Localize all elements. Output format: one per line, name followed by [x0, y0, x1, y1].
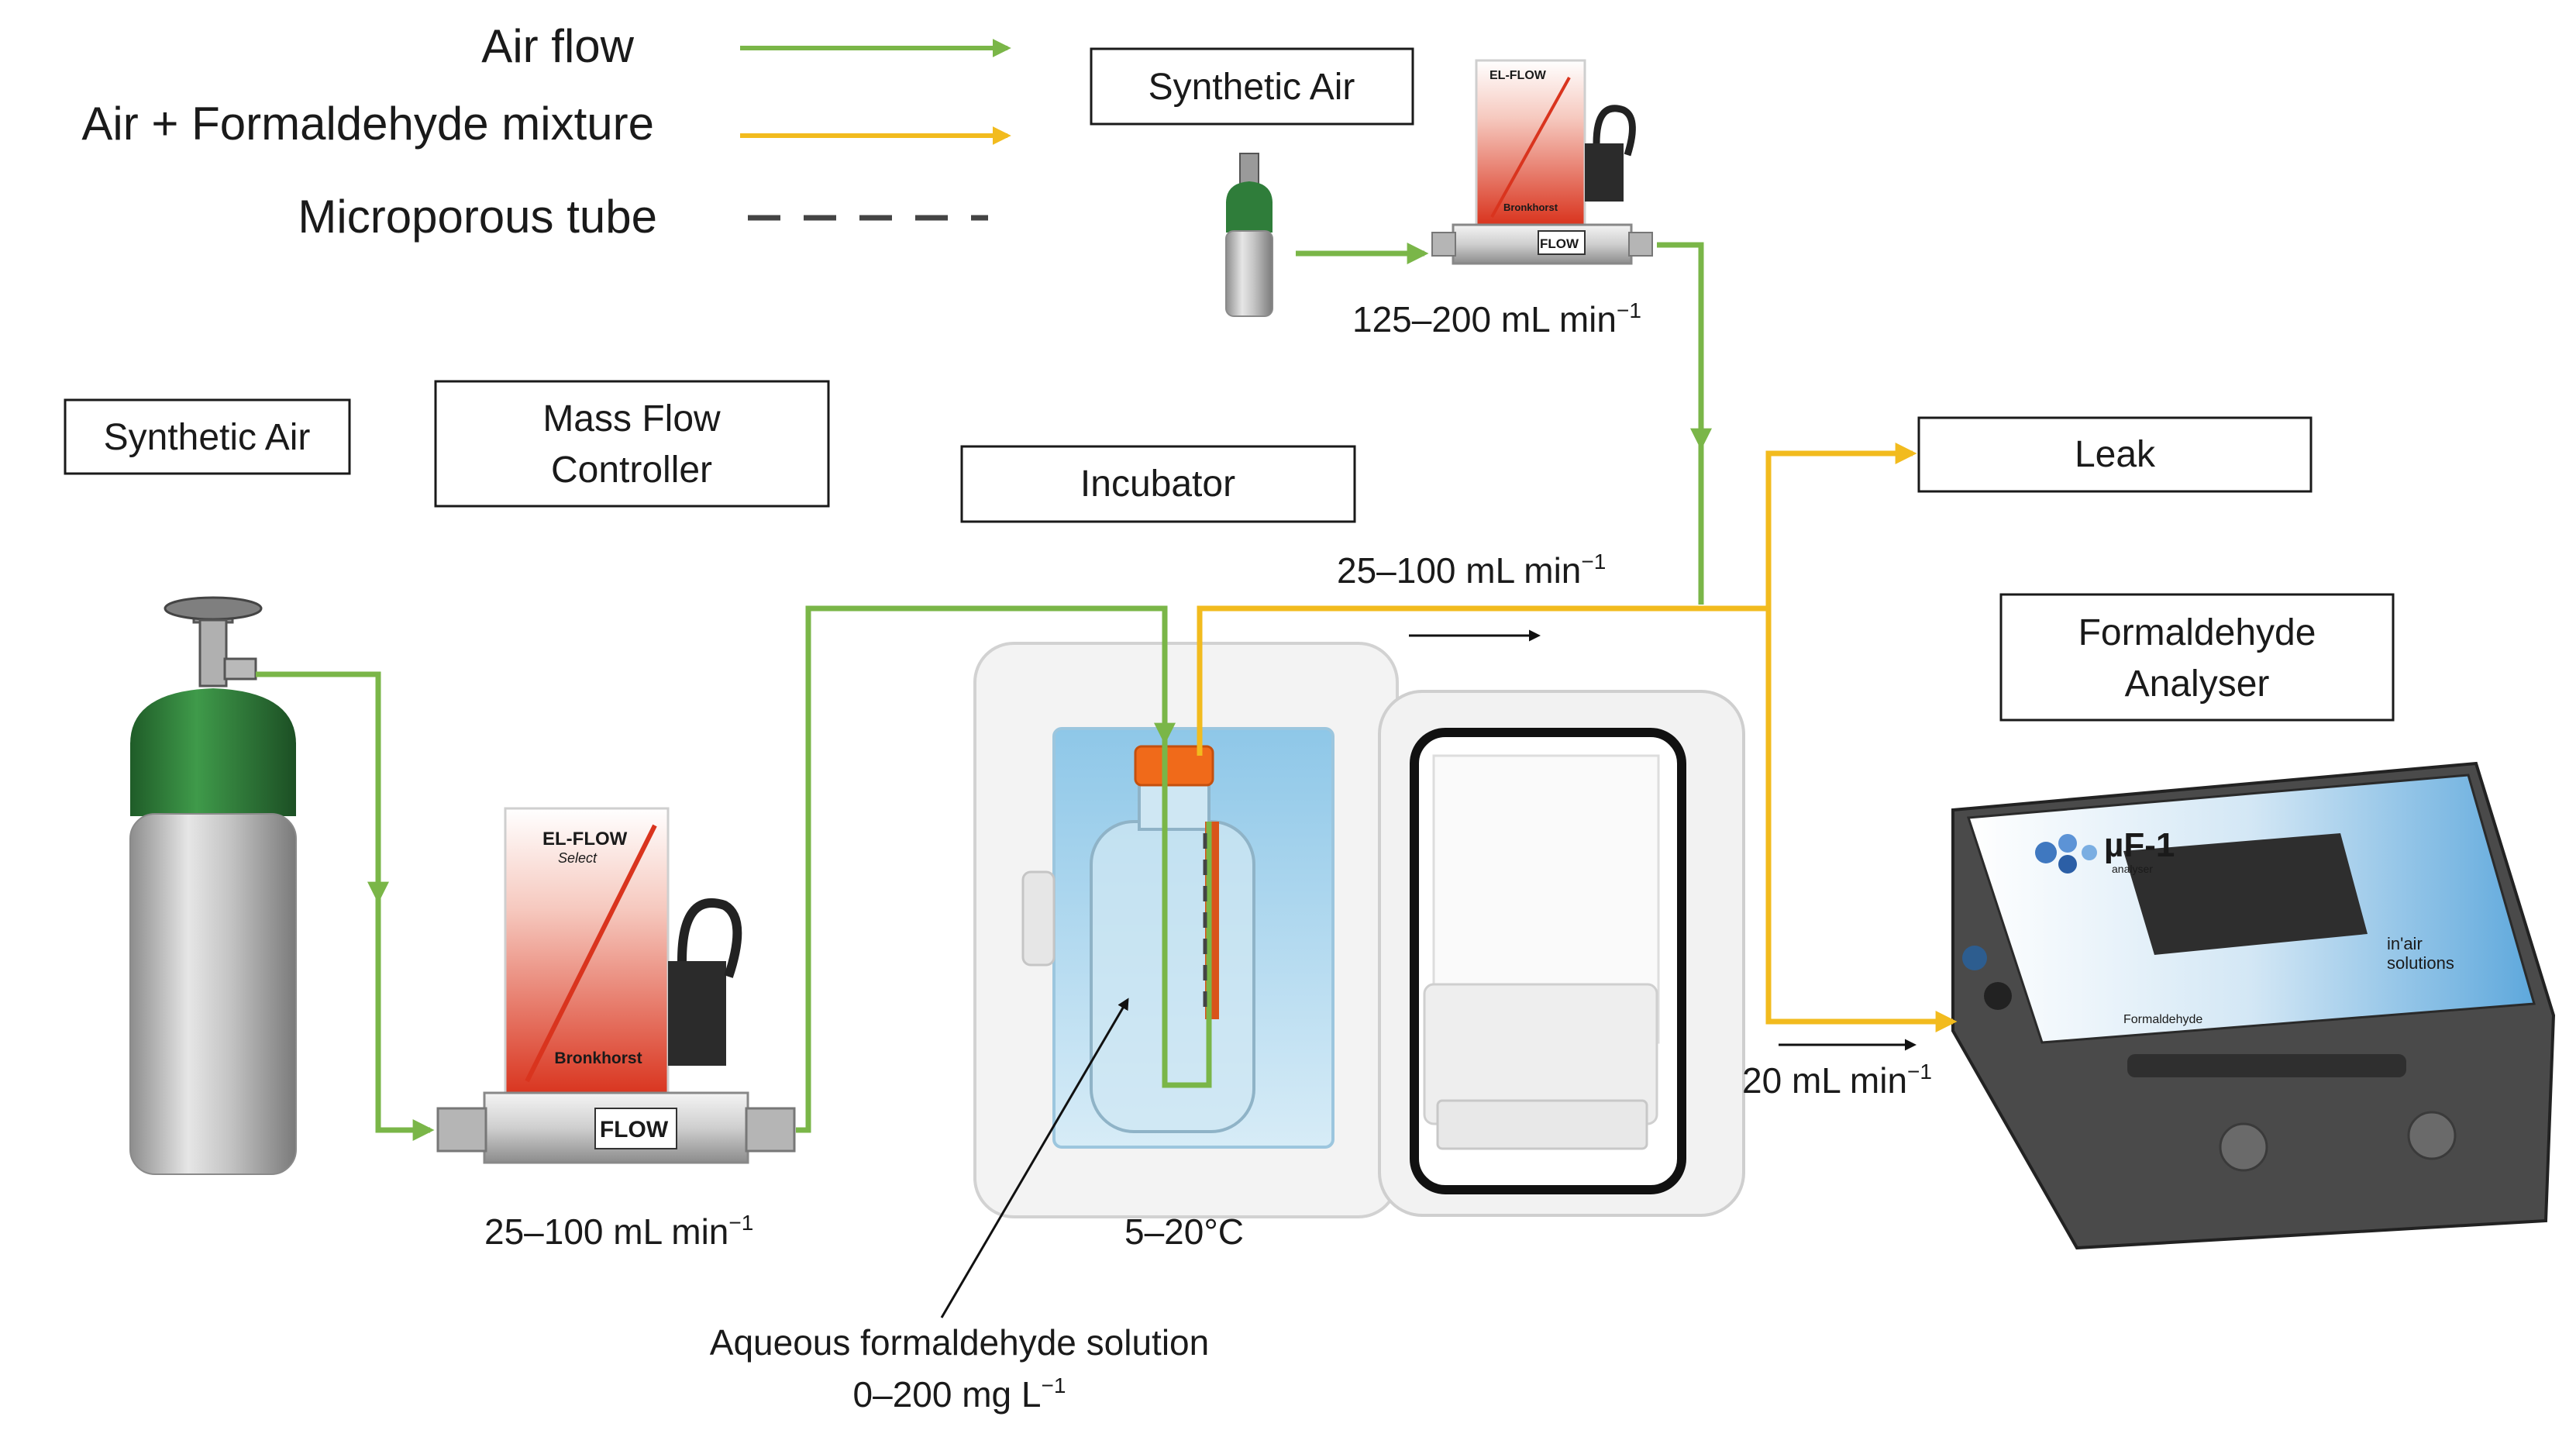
top-mfc-maker: Bronkhorst [1503, 202, 1558, 213]
flow-rate-labels: 125–200 mL min−1 25–100 mL min−1 25–100 … [484, 298, 1932, 1415]
analyser-company-line1: in'air [2387, 934, 2423, 953]
air-line-top-mfc-to-junction [1657, 242, 1704, 605]
left-mfc-brand: EL-FLOW [542, 829, 628, 849]
flow-rate-analyser: 20 mL min−1 [1742, 1060, 1932, 1101]
analyser-company-line2: solutions [2387, 953, 2454, 973]
flow-rate-top-mfc: 125–200 mL min−1 [1352, 298, 1641, 339]
legend: Air flow Air + Formaldehyde mixture Micr… [81, 20, 1011, 243]
pointer-to-solution [940, 998, 1129, 1318]
top-mfc-flow-plate: FLOW [1540, 236, 1579, 251]
solution-label-line1: Aqueous formaldehyde solution [710, 1322, 1209, 1363]
analyser-label-line1: Formaldehyde [2078, 612, 2316, 653]
flow-lines [256, 242, 1958, 1318]
analyser-sub-text: analyser [2112, 863, 2153, 875]
synthetic-air-top-label: Synthetic Air [1149, 67, 1355, 108]
flow-rate-mixed: 25–100 mL min−1 [1337, 550, 1606, 591]
left-mfc-maker: Bronkhorst [554, 1049, 642, 1067]
top-mfc-brand: EL-FLOW [1489, 69, 1547, 82]
legend-air-flow-label: Air flow [481, 20, 634, 72]
small-gas-cylinder [1225, 153, 1273, 317]
top-mass-flow-controller: EL-FLOW Bronkhorst FLOW [1431, 59, 1653, 265]
synthetic-air-left-label: Synthetic Air [104, 417, 311, 458]
formaldehyde-analyser-box: Formaldehyde Analyser [1999, 593, 2395, 722]
mass-flow-controller-box: Mass Flow Controller [434, 380, 830, 508]
reagent-bottle [1090, 745, 1255, 1133]
leak-box: Leak [1917, 416, 2313, 493]
left-mfc-brand-suffix: Select [558, 850, 598, 866]
analyser-panel-text: Formaldehyde [2123, 1013, 2202, 1026]
large-gas-cylinder [129, 596, 297, 1175]
synthetic-air-top-box: Synthetic Air [1090, 47, 1414, 126]
mass-flow-label-line1: Mass Flow [542, 398, 721, 439]
left-mass-flow-controller: EL-FLOW Select Bronkhorst FLOW [436, 807, 796, 1164]
incubator-box: Incubator [960, 445, 1356, 523]
analyser-label-line2: Analyser [2125, 663, 2270, 705]
formaldehyde-analyser-device: µF-1 analyser in'air solutions Formaldeh… [1951, 761, 2556, 1250]
incubator-temperature: 5–20°C [1124, 1211, 1244, 1252]
legend-mixture-label: Air + Formaldehyde mixture [81, 98, 654, 150]
mixture-line-to-analyser [1765, 608, 1958, 1032]
air-line-mfc-to-bottle [796, 605, 1212, 1133]
mass-flow-label-line2: Controller [551, 450, 712, 491]
analyser-model-text: µF-1 [2104, 826, 2175, 864]
flow-rate-left-mfc: 25–100 mL min−1 [484, 1211, 753, 1252]
left-mfc-flow-plate: FLOW [600, 1117, 669, 1142]
synthetic-air-left-box: Synthetic Air [64, 398, 351, 475]
incubator-label: Incubator [1080, 463, 1235, 505]
leak-label: Leak [2075, 434, 2156, 475]
mixture-line-to-leak [1765, 443, 1917, 608]
legend-microporous-label: Microporous tube [298, 191, 657, 243]
solution-label-line2: 0–200 mg L−1 [853, 1373, 1066, 1415]
mixture-line-bottle-out [1197, 605, 1768, 756]
